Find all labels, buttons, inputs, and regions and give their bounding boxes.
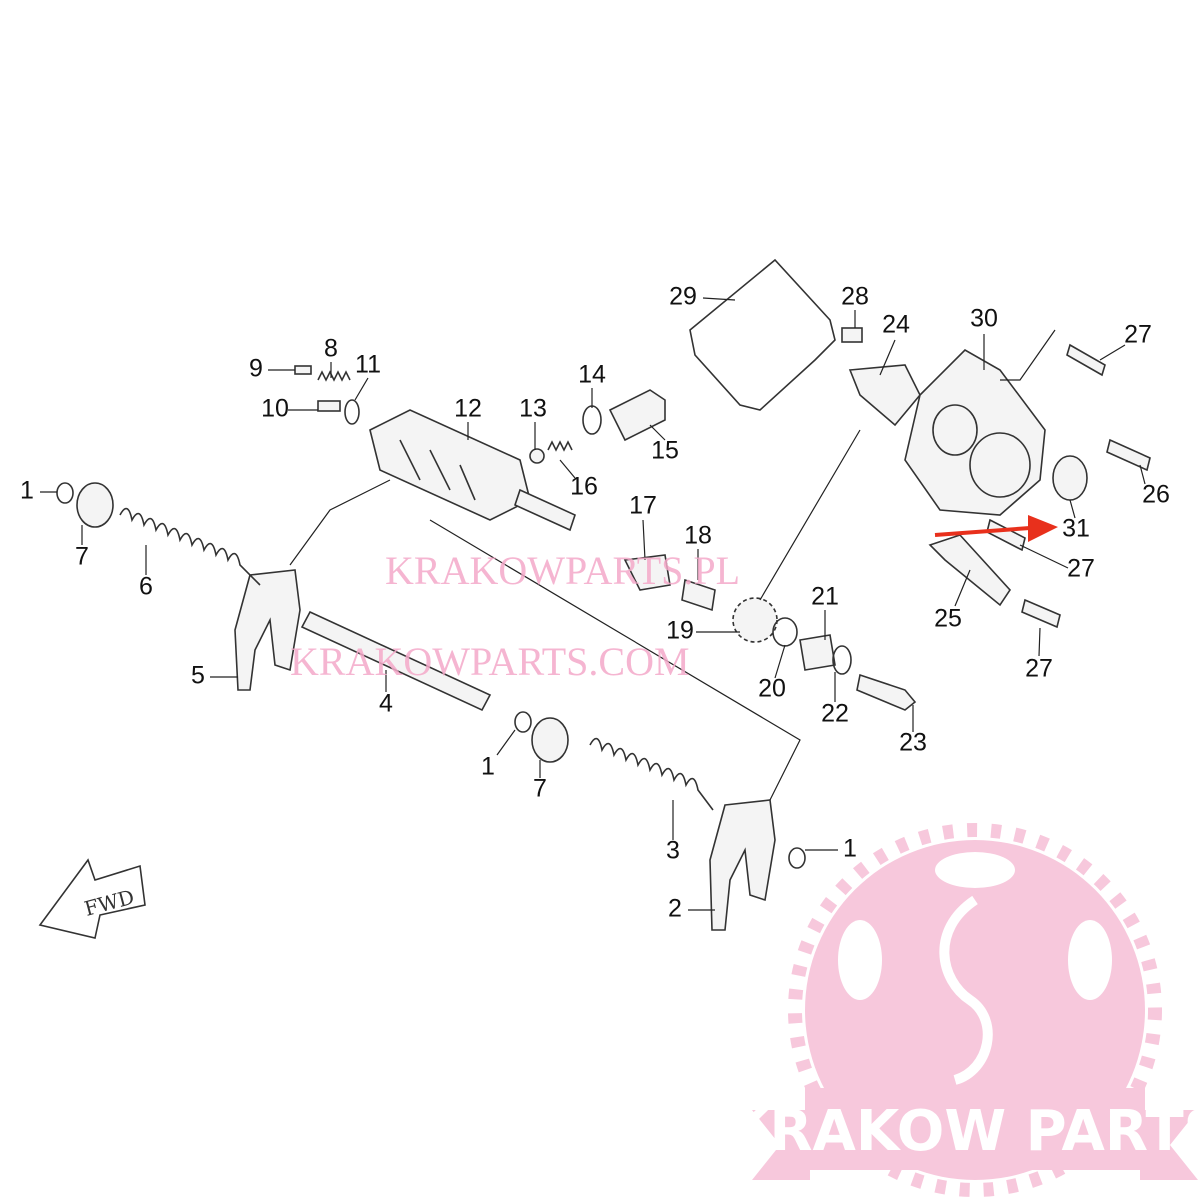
dowel-28 bbox=[841, 327, 863, 343]
callout-5: 5 bbox=[191, 662, 205, 690]
callout-14: 14 bbox=[578, 361, 606, 389]
gear-19 bbox=[732, 597, 778, 643]
pin-9 bbox=[294, 365, 312, 375]
washer-20 bbox=[772, 617, 798, 647]
callout-30: 30 bbox=[970, 305, 998, 333]
callout-12: 12 bbox=[454, 395, 482, 423]
callout-4: 4 bbox=[379, 690, 393, 718]
bolt-27c bbox=[1021, 598, 1061, 629]
fork-shaft bbox=[300, 610, 492, 712]
callout-10: 10 bbox=[261, 395, 289, 423]
leader-lines bbox=[40, 297, 1146, 911]
bolt-27b bbox=[986, 518, 1026, 552]
oil-seal-31 bbox=[1052, 455, 1088, 501]
callout-28: 28 bbox=[841, 283, 869, 311]
forward-label: FWD bbox=[82, 885, 137, 921]
watermark-pl: KRAKOWPARTS.PL bbox=[385, 548, 740, 593]
callout-23: 23 bbox=[899, 729, 927, 757]
plate-17 bbox=[623, 554, 671, 591]
bolt-27a bbox=[1066, 343, 1106, 377]
washer-11 bbox=[344, 399, 360, 425]
callout-3: 3 bbox=[666, 837, 680, 865]
spring-6 bbox=[119, 507, 261, 586]
callout-22: 22 bbox=[821, 700, 849, 728]
circlip-1c bbox=[788, 847, 806, 869]
callout-2: 2 bbox=[668, 895, 682, 923]
callout-labels: 1 7 6 5 4 1 7 3 1 2 9 8 11 10 12 13 14 1… bbox=[20, 283, 1170, 923]
bolt-26 bbox=[1106, 438, 1151, 472]
callout-9: 9 bbox=[249, 355, 263, 383]
callout-21: 21 bbox=[811, 583, 839, 611]
shift-fork-2 bbox=[709, 799, 776, 931]
callout-19: 19 bbox=[666, 617, 694, 645]
spring-3 bbox=[589, 737, 714, 811]
callout-27: 27 bbox=[1067, 555, 1095, 583]
forward-direction-arrow: FWD bbox=[38, 858, 146, 939]
callout-16: 16 bbox=[570, 473, 598, 501]
circlip-1a bbox=[56, 482, 74, 504]
callout-11: 11 bbox=[355, 351, 381, 379]
ball-13 bbox=[529, 448, 545, 464]
collar-7b bbox=[531, 717, 569, 763]
callout-31: 31 bbox=[1062, 515, 1090, 543]
highlight-arrow bbox=[934, 515, 1058, 542]
callout-27: 27 bbox=[1025, 655, 1053, 683]
gasket-29 bbox=[689, 258, 836, 411]
callout-25: 25 bbox=[934, 605, 962, 633]
krakow-parts-logo: KRAKOW PARTS bbox=[726, 823, 1200, 1197]
callout-1: 1 bbox=[481, 753, 495, 781]
cover-30 bbox=[904, 349, 1046, 516]
callout-1: 1 bbox=[843, 835, 857, 863]
shaft-24 bbox=[848, 364, 921, 427]
callout-20: 20 bbox=[758, 675, 786, 703]
spring-21 bbox=[799, 634, 836, 671]
shift-fork-5 bbox=[234, 569, 301, 691]
shift-drum bbox=[369, 409, 576, 532]
bolt-23 bbox=[856, 673, 917, 711]
callout-7: 7 bbox=[75, 543, 89, 571]
callout-17: 17 bbox=[629, 492, 657, 520]
callout-7: 7 bbox=[533, 775, 547, 803]
collar-7a bbox=[76, 482, 114, 528]
circlip-1b bbox=[514, 711, 532, 733]
callout-8: 8 bbox=[324, 335, 338, 363]
washer-14 bbox=[582, 405, 602, 435]
washer-22 bbox=[832, 645, 852, 675]
callout-13: 13 bbox=[519, 395, 547, 423]
bolt-15 bbox=[608, 389, 666, 442]
callout-29: 29 bbox=[669, 283, 697, 311]
callout-1: 1 bbox=[20, 477, 34, 505]
callout-6: 6 bbox=[139, 573, 153, 601]
spring-16 bbox=[547, 440, 573, 452]
callout-18: 18 bbox=[684, 522, 712, 550]
callout-26: 26 bbox=[1142, 481, 1170, 509]
callout-15: 15 bbox=[651, 437, 679, 465]
pin-10 bbox=[317, 400, 341, 412]
spring-8 bbox=[317, 370, 351, 382]
callout-27: 27 bbox=[1124, 321, 1152, 349]
dragon-icon bbox=[939, 895, 993, 1085]
collar-18 bbox=[681, 578, 716, 612]
logo-text: KRAKOW PARTS bbox=[726, 1099, 1200, 1164]
watermark-com: KRAKOWPARTS.COM bbox=[290, 639, 690, 684]
callout-24: 24 bbox=[882, 311, 910, 339]
